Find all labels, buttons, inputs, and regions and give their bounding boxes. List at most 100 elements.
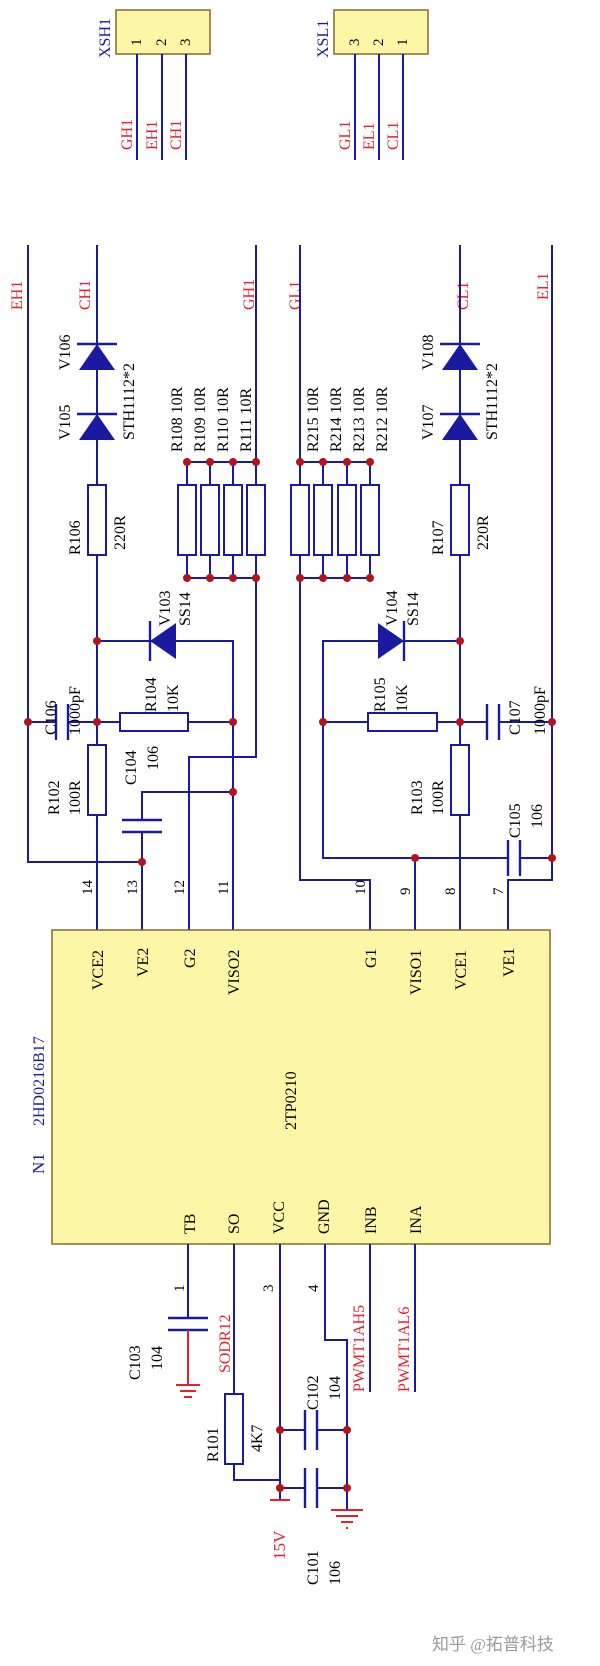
net-15v: 15V (270, 1530, 289, 1560)
pin-num-7: 7 (491, 887, 507, 895)
xsh1-pin-1: 1 (129, 39, 145, 47)
net-ch1: CH1 (77, 280, 94, 310)
resistor-r101 (224, 1393, 244, 1465)
label-r102: R102 (46, 780, 63, 815)
chip-core: 2TP0210 (283, 1071, 300, 1130)
net-eh1: EH1 (9, 281, 26, 310)
label-r105: R105 (372, 677, 389, 712)
pin-name-vce2: VCE2 (90, 950, 107, 990)
label-c103-value: 104 (149, 1346, 166, 1370)
label-c102-value: 104 (327, 1376, 344, 1400)
pin-name-tb: TB (182, 1214, 199, 1234)
pin-name-vce1: VCE1 (453, 950, 470, 990)
pin-name-viso2: VISO2 (226, 950, 243, 995)
label-c101-value: 106 (327, 1561, 344, 1585)
label-c107-value: 1000pF (532, 686, 549, 735)
label-r109: R109 10R (192, 386, 209, 452)
pin-num-1: 1 (172, 1285, 188, 1293)
net-pwmt1al6: PWMT1AL6 (396, 1307, 413, 1392)
pin-num-8: 8 (443, 888, 459, 896)
resistor-r214 (313, 484, 333, 556)
net-sodr12: SODR12 (217, 1314, 234, 1373)
chip-ref: N1 (29, 1153, 48, 1174)
xsl1-ref: XSL1 (315, 20, 332, 58)
diode-v106 (79, 344, 115, 370)
xsh1-body (115, 9, 211, 55)
diode-v103 (150, 623, 176, 659)
pin-name-inb: INB (363, 1206, 380, 1234)
pin-name-gnd: GND (316, 1199, 333, 1234)
pin-num-12: 12 (172, 880, 188, 895)
label-c102: C102 (305, 1375, 322, 1410)
net-el1: EL1 (535, 272, 552, 300)
resistor-r213 (337, 484, 357, 556)
pin-num-13: 13 (125, 880, 141, 895)
xsl1-pin-2: 2 (371, 39, 387, 47)
pin-num-11: 11 (216, 881, 232, 895)
label-v108: V108 (420, 334, 437, 370)
resistor-r103 (450, 744, 470, 816)
diodes (77, 342, 480, 661)
chip-n1: N1 2HD0216B17 2TP0210 14 13 12 11 10 9 8… (29, 880, 551, 1293)
label-c105: C105 (507, 803, 524, 838)
resistor-r105 (367, 712, 438, 732)
pin-name-ve2: VE2 (135, 948, 152, 977)
diode-v105 (79, 414, 115, 440)
resistor-r212 (360, 484, 380, 556)
label-c103: C103 (127, 1345, 144, 1380)
resistor-r215 (290, 484, 310, 556)
junctions (24, 458, 556, 1492)
bottom-wiring (187, 1244, 416, 1510)
xsl1-pin-1: 1 (395, 39, 411, 47)
xsh1-wire-gh1: GH1 (119, 119, 136, 150)
label-r105-value: 10K (394, 684, 411, 712)
net-cl1: CL1 (455, 282, 472, 310)
label-r104: R104 (143, 677, 160, 712)
label-sth-lo: STH1112*2 (484, 363, 501, 440)
xsh1-wire-ch1: CH1 (168, 120, 185, 150)
label-r215: R215 10R (305, 386, 322, 452)
net-gh1: GH1 (241, 279, 258, 310)
xsh1-pin-2: 2 (154, 39, 170, 47)
label-r213: R213 10R (351, 386, 368, 452)
resistors (87, 484, 470, 1465)
chip-body (51, 929, 551, 1245)
diode-v104 (378, 623, 404, 659)
component-labels: V105 V106 STH1112*2 V107 V108 STH1112*2 … (43, 334, 549, 1585)
xsl1-wire-el1: EL1 (361, 122, 378, 150)
label-r107: R107 (430, 520, 447, 555)
resistor-r111 (246, 484, 266, 556)
pin-num-9: 9 (398, 888, 414, 896)
resistor-r108 (177, 484, 197, 556)
label-r104-value: 10K (165, 684, 182, 712)
connector-xsl1: XSL1 3 2 1 GL1 EL1 CL1 (315, 9, 429, 160)
label-v104: V104 (384, 590, 401, 626)
xsl1-body (333, 9, 429, 55)
label-c104: C104 (123, 750, 140, 785)
label-r212: R212 10R (374, 386, 391, 452)
label-ss14b: SS14 (405, 592, 422, 626)
label-r102-value: 100R (67, 780, 84, 815)
pin-num-14: 14 (80, 880, 96, 896)
pin-num-4: 4 (306, 1284, 322, 1292)
label-c104-value: 106 (145, 746, 162, 770)
label-r108: R108 10R (169, 386, 186, 452)
pin-name-vcc: VCC (271, 1201, 288, 1234)
connector-xsh1: XSH1 1 2 3 GH1 EH1 CH1 (97, 9, 211, 160)
label-c107: C107 (507, 700, 524, 735)
label-r103-value: 100R (430, 780, 447, 815)
label-r111: R111 10R (238, 388, 255, 452)
label-r103: R103 (409, 780, 426, 815)
label-r107-value: 220R (475, 515, 492, 550)
xsl1-wire-gl1: GL1 (337, 121, 354, 150)
net-pwmt1ah5: PWMT1AH5 (351, 1305, 368, 1392)
pin-num-10: 10 (353, 880, 369, 895)
xsl1-pin-3: 3 (347, 39, 363, 47)
label-r106-value: 220R (112, 515, 129, 550)
xsh1-pin-3: 3 (178, 39, 194, 47)
high-side-wiring (27, 245, 257, 930)
watermark: 知乎 @拓普科技 (432, 1635, 554, 1654)
diode-v107 (442, 414, 478, 440)
xsl1-wire-cl1: CL1 (385, 122, 402, 150)
